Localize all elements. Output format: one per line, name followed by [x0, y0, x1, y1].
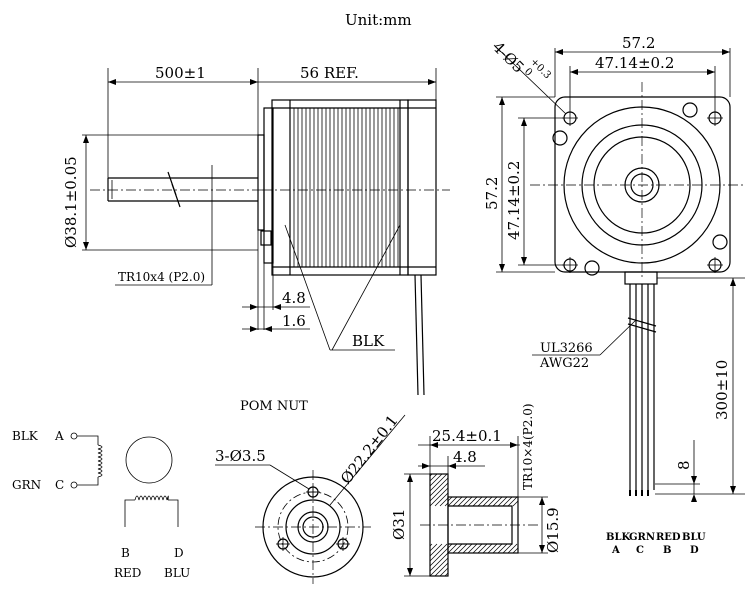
wire-d-phase: D	[174, 546, 184, 560]
wire-color-table: BLK GRN RED BLU A C B D	[606, 532, 706, 556]
wire-color-4: BLU	[682, 532, 706, 543]
lead-length-dim: 500±1	[155, 64, 206, 82]
nut-section-hatch	[429, 473, 519, 577]
nut-outer-diameter-dim: Ø31	[390, 509, 408, 540]
width-overall-dim: 57.2	[622, 34, 655, 52]
nut-front-view: 3-Ø3.5 Ø22.2±0.1	[215, 412, 406, 584]
wire-c-color: GRN	[12, 478, 41, 492]
nut-hub-diameter-dim: Ø15.9	[544, 507, 562, 553]
cable-gauge-label: AWG22	[539, 356, 589, 371]
nut-title: POM NUT	[240, 399, 308, 414]
boss-height-dim: 1.6	[282, 312, 306, 330]
unit-label: Unit:mm	[345, 11, 412, 29]
wire-a-color: BLK	[12, 429, 39, 443]
body-length-dim: 56 REF.	[300, 64, 359, 82]
nut-holes-dim: 3-Ø3.5	[215, 447, 266, 465]
wire-phase-3: B	[663, 545, 671, 556]
cable-length-dim: 300±10	[713, 360, 731, 420]
wire-b-color: RED	[114, 566, 141, 580]
coil-bd	[134, 495, 169, 501]
housing-color-label: BLK	[352, 332, 385, 350]
nut-length-dim: 25.4±0.1	[432, 427, 502, 445]
nut-side-view: 25.4±0.1 4.8 Ø31 TR10×4(P2.0) Ø15.9	[390, 403, 562, 577]
front-flange	[257, 134, 265, 231]
motor-body	[260, 99, 450, 276]
wire-d-color: BLU	[164, 566, 190, 580]
wire-a-phase: A	[54, 429, 64, 443]
wire-color-1: BLK	[606, 532, 630, 543]
coil-ac	[97, 444, 103, 478]
lead-screw	[90, 171, 262, 208]
screw-spec-label: TR10x4 (P2.0)	[118, 270, 205, 284]
cooling-fins	[293, 108, 399, 267]
flange-thickness-dim: 4.8	[282, 289, 306, 307]
hole-spacing-h-dim: 47.14±0.2	[595, 54, 674, 72]
pilot-diameter-dim: Ø38.1±0.05	[62, 156, 80, 248]
mount-holes-tol-lower: 0	[522, 66, 534, 78]
mount-holes	[552, 102, 728, 276]
nut-thread-label: TR10×4(P2.0)	[521, 403, 535, 490]
wire-b-phase: B	[121, 546, 130, 560]
wiring-diagram: BLK A GRN C B RED D BLU	[12, 429, 190, 580]
cable-type-label: UL3266	[540, 341, 593, 356]
wire-color-3: RED	[656, 532, 681, 543]
nut-bolt-circle-dim: Ø22.2±0.1	[337, 412, 402, 488]
strip-length-dim: 8	[675, 460, 693, 470]
cable-bundle	[624, 271, 658, 496]
wire-c-phase: C	[55, 478, 64, 492]
side-view: 500±1 56 REF. Ø38.1±0.05 TR10x4 (P2.0) 4…	[62, 64, 450, 396]
mount-holes-dim: 4-Ø5	[489, 38, 528, 77]
nut-flange-thickness-dim: 4.8	[453, 448, 477, 466]
height-overall-dim: 57.2	[483, 177, 501, 210]
wire-phase-4: D	[690, 545, 699, 556]
wire-phase-2: C	[636, 545, 644, 556]
wire-phase-1: A	[611, 545, 620, 556]
motor-face	[554, 96, 731, 273]
rotor-symbol	[125, 436, 173, 484]
hole-spacing-v-dim: 47.14±0.2	[505, 161, 523, 240]
wire-color-2: GRN	[629, 532, 655, 543]
